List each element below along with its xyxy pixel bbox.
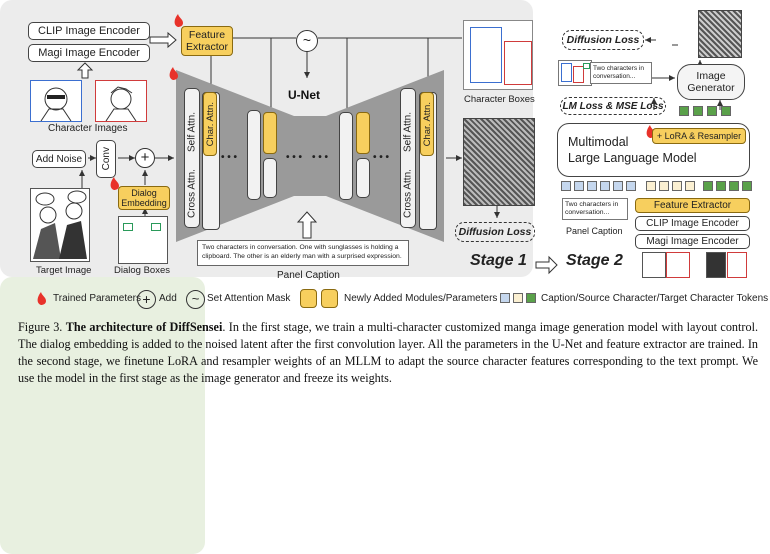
conv-label: Conv [100, 147, 112, 171]
unet-block-mid-4 [356, 158, 370, 198]
mllm-line2: Large Language Model [568, 151, 697, 165]
caption-title: The architecture of DiffSensei [65, 320, 223, 334]
stage2-label: Stage 2 [566, 252, 623, 269]
character-image-1 [30, 80, 82, 122]
fire-icon [37, 292, 46, 305]
char-attn-left: Char. Attn. [203, 92, 217, 156]
magi-image-encoder: Magi Image Encoder [28, 44, 150, 62]
stage2-feature-extractor: Feature Extractor [635, 198, 750, 213]
char-attn-label: Char. Attn. [204, 101, 216, 147]
add-noise-box: Add Noise [32, 150, 86, 168]
diffusion-loss-stage1: Diffusion Loss [455, 222, 535, 242]
self-attn-label-right: Self Attn. [402, 111, 414, 153]
unet-block-left [184, 88, 200, 228]
unet-block-mid-3 [339, 112, 353, 200]
ellipsis-1: • • • [221, 152, 238, 163]
fire-icon [174, 14, 183, 27]
unet-block-right [400, 88, 416, 228]
self-attn-label: Self Attn. [186, 111, 198, 153]
legend-source-token [513, 293, 523, 303]
unet-shape [176, 70, 444, 242]
dialog-boxes-label: Dialog Boxes [114, 265, 170, 276]
mllm-line1: Multimodal [568, 135, 629, 149]
set-attention-mask-icon: ~ [296, 30, 318, 52]
ellipsis-3: • • • [312, 152, 329, 163]
panel-caption-label: Panel Caption [277, 270, 340, 281]
target-image [30, 188, 90, 262]
dialog-boxes-image [118, 216, 168, 264]
cross-attn-label-right: Cross Attn. [402, 169, 414, 219]
character-image-2 [95, 80, 147, 122]
char-attn-mid-1 [263, 112, 277, 154]
stage2-char-4 [727, 252, 747, 278]
legend-tokens: Caption/Source Character/Target Characte… [541, 293, 769, 304]
ellipsis-2: • • • [286, 152, 303, 163]
legend-new-swatch-2 [321, 289, 338, 308]
stage2-boxes-image [558, 60, 592, 86]
character-boxes-label: Character Boxes [464, 94, 535, 105]
stage2-panel-caption-label: Panel Caption [566, 226, 623, 236]
stage1-label: Stage 1 [470, 252, 527, 269]
stage2-clip-encoder: CLIP Image Encoder [635, 216, 750, 231]
target-image-label: Target Image [36, 265, 92, 276]
char-attn-mid-2 [356, 112, 370, 154]
stage2-caption-text: Two characters in conversation... [562, 198, 628, 220]
caption-prefix: Figure 3. [18, 320, 63, 334]
stage2-char-3 [706, 252, 726, 278]
stage2-magi-encoder: Magi Image Encoder [635, 234, 750, 249]
diffusion-loss-stage2: Diffusion Loss [562, 30, 644, 50]
char-attn-label-right: Char. Attn. [421, 101, 433, 147]
stage2-mini-caption: Two characters in conversation... [590, 62, 652, 84]
stage2-char-2 [666, 252, 690, 278]
legend-add-icon: + [137, 290, 156, 309]
fire-icon [169, 67, 178, 80]
cross-attn-label: Cross Attn. [186, 169, 198, 219]
caption-body: . In the first stage, we train a multi-c… [18, 320, 758, 385]
stage2-noisy-image [698, 10, 742, 58]
legend-target-token [526, 293, 536, 303]
clip-image-encoder: CLIP Image Encoder [28, 22, 150, 40]
legend-add: Add [159, 293, 177, 304]
character-boxes-image [463, 20, 533, 90]
legend-caption-token [500, 293, 510, 303]
legend-mask: Set Attention Mask [207, 293, 291, 304]
noisy-output-image [463, 118, 535, 206]
legend-trained: Trained Parameters [53, 293, 141, 304]
dialog-embedding: Dialog Embedding [118, 186, 170, 210]
legend-new-modules: Newly Added Modules/Parameters [344, 293, 498, 304]
character-images-label: Character Images [48, 123, 128, 134]
panel-caption-text: Two characters in conversation. One with… [197, 240, 409, 266]
feature-extractor: Feature Extractor [181, 26, 233, 56]
unet-block-mid-1 [247, 110, 261, 200]
legend-new-swatch-1 [300, 289, 317, 308]
unet-block-mid-2 [263, 158, 277, 198]
fire-icon [110, 177, 119, 190]
image-generator: Image Generator [677, 64, 745, 100]
add-icon: + [135, 148, 155, 168]
lora-resampler: + LoRA & Resampler [652, 128, 746, 144]
legend-mask-icon: ~ [186, 290, 205, 309]
char-attn-right: Char. Attn. [420, 92, 434, 156]
unet-label: U-Net [288, 88, 320, 102]
conv-box: Conv [96, 140, 116, 178]
lm-mse-loss: LM Loss & MSE Loss [560, 97, 666, 115]
ellipsis-4: • • • [373, 152, 390, 163]
figure-caption: Figure 3. The architecture of DiffSensei… [18, 319, 758, 387]
stage2-char-1 [642, 252, 666, 278]
